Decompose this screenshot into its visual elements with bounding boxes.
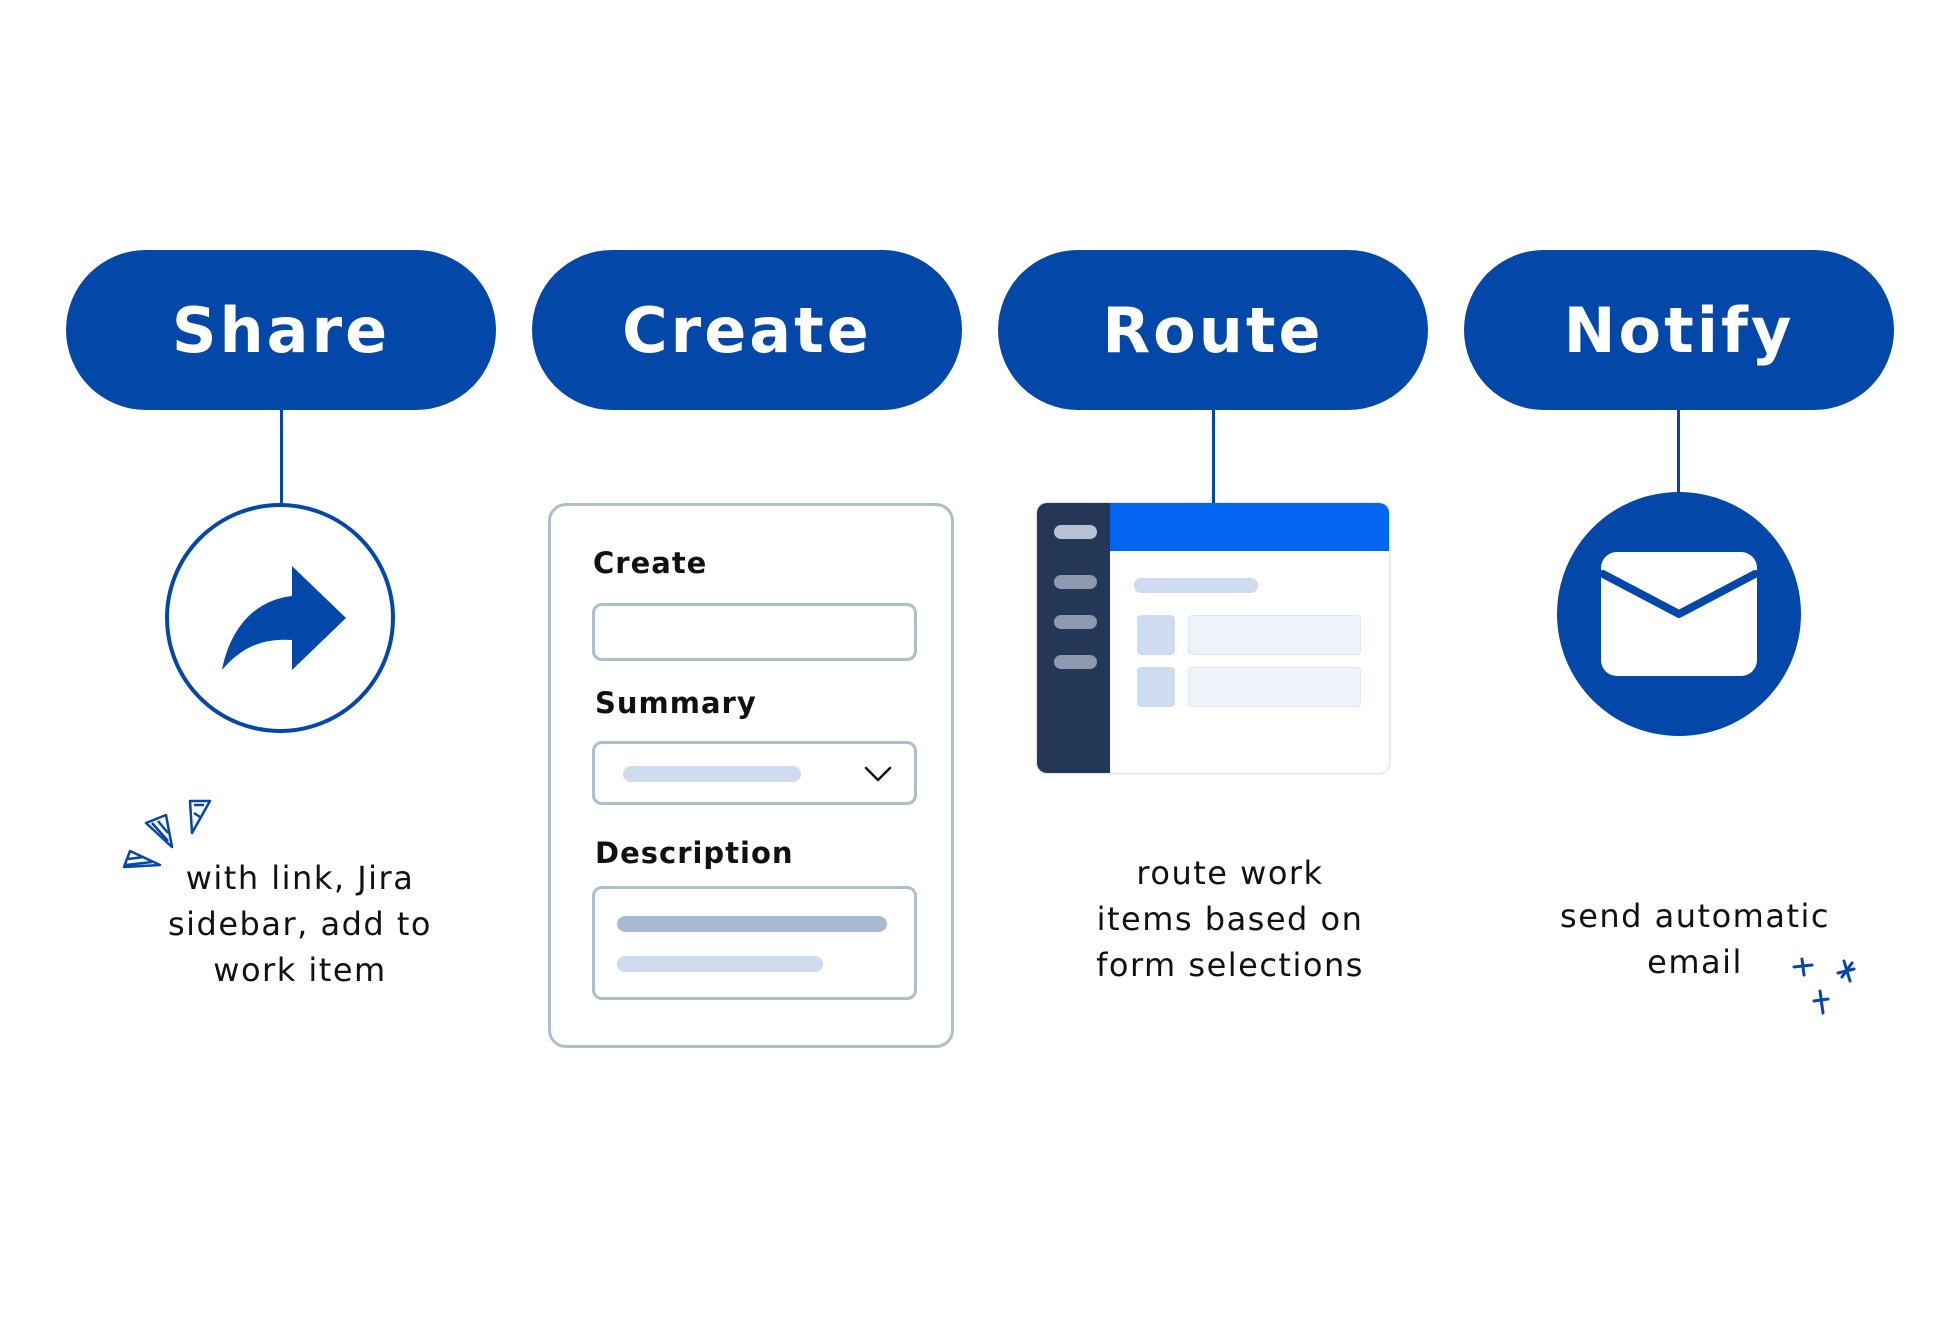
form-label-description: Description xyxy=(595,836,794,870)
summary-skeleton-bar xyxy=(623,766,801,782)
route-row-skeleton xyxy=(1188,615,1361,655)
notify-caption: send automatic email xyxy=(1560,897,1830,981)
connector-share xyxy=(280,410,283,505)
notify-circle xyxy=(1557,492,1801,736)
form-label-create: Create xyxy=(593,546,708,580)
step-pill-create: Create xyxy=(532,250,962,410)
create-form-card: Create Summary Description xyxy=(548,503,954,1048)
share-caption: with link, Jira sidebar, add to work ite… xyxy=(167,859,432,989)
route-thumb-skeleton xyxy=(1137,615,1175,655)
summary-dropdown xyxy=(592,741,917,805)
step-pill-route: Route xyxy=(998,250,1428,410)
sparkle-doodle-icon xyxy=(122,799,212,869)
route-window-sidebar xyxy=(1037,503,1110,773)
description-skeleton-bar-2 xyxy=(617,956,823,972)
sidebar-nav-pill xyxy=(1054,525,1097,539)
envelope-icon xyxy=(1601,552,1757,676)
step-pill-share: Share xyxy=(66,250,496,410)
route-title-skeleton xyxy=(1134,578,1258,593)
chevron-down-icon xyxy=(864,766,892,782)
sidebar-nav-pill xyxy=(1054,615,1097,629)
route-row-skeleton xyxy=(1188,667,1361,707)
sidebar-nav-pill xyxy=(1054,655,1097,669)
route-caption: route work items based on form selection… xyxy=(1096,854,1364,984)
form-label-summary: Summary xyxy=(595,686,757,720)
route-thumb-skeleton xyxy=(1137,667,1175,707)
share-arrow-icon xyxy=(222,566,346,670)
step-pill-notify: Notify xyxy=(1464,250,1894,410)
sparkle-doodle-icon xyxy=(1792,957,1856,1015)
share-circle xyxy=(165,503,395,733)
sidebar-nav-pill xyxy=(1054,575,1097,589)
route-window-header xyxy=(1110,503,1389,551)
create-field xyxy=(592,603,917,661)
description-field xyxy=(592,886,917,1000)
route-app-window xyxy=(1037,503,1389,773)
connector-route xyxy=(1212,410,1215,505)
description-skeleton-bar-1 xyxy=(617,916,887,932)
connector-notify xyxy=(1677,410,1680,494)
